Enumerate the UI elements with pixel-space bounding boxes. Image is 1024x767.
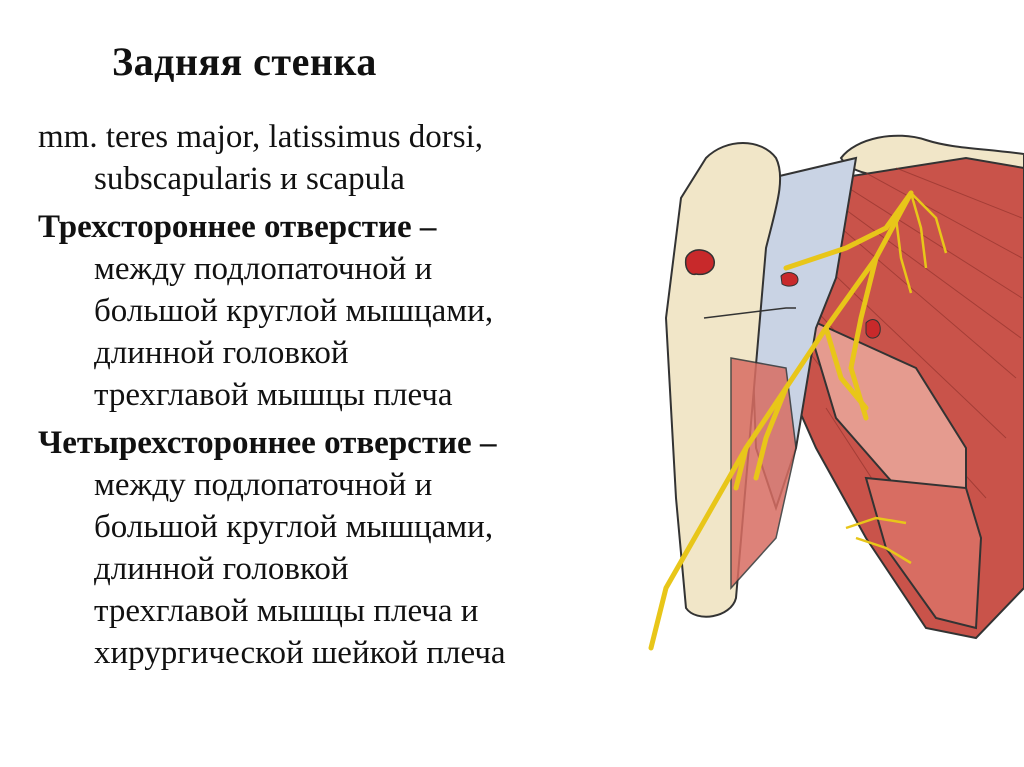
paragraph-line: большой круглой мышцами, [94, 509, 494, 545]
paragraph-line: между подлопаточной и [94, 467, 433, 503]
paragraph-heading: Трехстороннее отверстие – [38, 209, 437, 245]
slide-title: Задняя стенка [112, 39, 377, 84]
paragraph-line: subscapularis и scapula [94, 161, 405, 197]
circumflex-vessel [684, 249, 715, 276]
text-block: mm. teres major, latissimus dorsi, subsc… [38, 116, 638, 680]
paragraph-line: трехглавой мышцы плеча [94, 377, 453, 413]
paragraph-line: между подлопаточной и [94, 251, 433, 287]
circumflex-vessel-small [780, 272, 799, 287]
triceps-muscle [730, 357, 797, 590]
paragraph-heading: Четырехстороннее отверстие – [38, 425, 497, 461]
vessel-in-muscle [865, 319, 881, 339]
paragraph-line: длинной головкой [94, 551, 349, 587]
paragraph-line: хирургической шейкой плеча [94, 635, 506, 671]
anatomy-illustration [636, 118, 1024, 658]
nerve-branches [648, 190, 914, 651]
paragraph-triangular-space: Трехстороннее отверстие – между подлопат… [38, 206, 638, 416]
fine-nerve-branches [845, 192, 948, 565]
shoulder-posterior-view-drawing [648, 134, 1024, 651]
paragraph-quadrangular-space: Четырехстороннее отверстие – между подло… [38, 422, 638, 674]
paragraph-line: большой круглой мышцами, [94, 293, 494, 329]
paragraph-line: длинной головкой [94, 335, 349, 371]
paragraph-line: трехглавой мышцы плеча и [94, 593, 479, 629]
paragraph-line: mm. teres major, latissimus dorsi, [38, 119, 484, 155]
paragraph-posterior-wall-muscles: mm. teres major, latissimus dorsi, subsc… [38, 116, 638, 200]
axillary-space-outline [703, 307, 796, 319]
